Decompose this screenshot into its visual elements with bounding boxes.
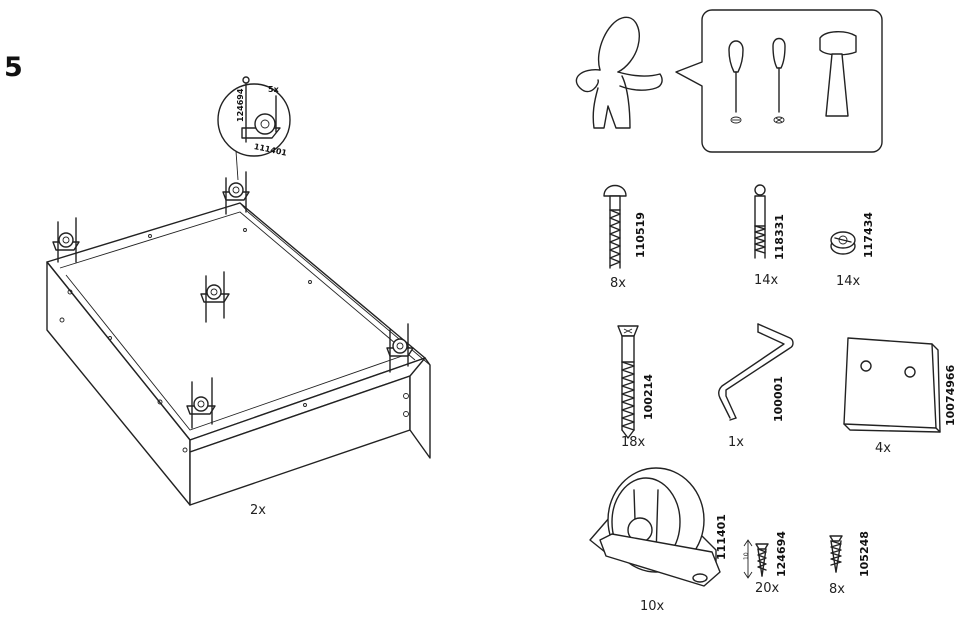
part-qty-111401: 10x xyxy=(640,599,665,614)
phillips-screwdriver-icon xyxy=(772,37,786,124)
wheel-with-screws-center xyxy=(200,271,230,323)
wheel-111401-icon xyxy=(589,467,721,587)
plate-10074966-icon xyxy=(843,337,941,433)
step-number: 5 xyxy=(4,52,23,83)
drawer-frame xyxy=(46,202,431,506)
assembly-quantity: 2x xyxy=(250,503,266,518)
part-code-118331: 118331 xyxy=(773,214,786,260)
part-qty-124694: 20x xyxy=(755,581,780,596)
callout-screw-part: 124694 xyxy=(236,88,245,122)
part-code-10074966: 10074966 xyxy=(944,364,957,426)
wheel-with-screws-front-left xyxy=(52,217,80,263)
wheel-with-screws-front xyxy=(186,377,216,429)
part-qty-100214: 18x xyxy=(621,435,646,450)
part-qty-105248: 8x xyxy=(829,582,845,597)
cam-dowel-118331-icon xyxy=(754,184,766,259)
callout-screw-count: 5x xyxy=(268,85,279,94)
speech-bubble xyxy=(675,9,883,153)
hammer-icon xyxy=(819,31,857,117)
part-qty-118331: 14x xyxy=(754,273,779,288)
part-code-117434: 117434 xyxy=(862,212,875,258)
part-code-124694: 124694 xyxy=(775,531,788,577)
cam-lock-117434-icon xyxy=(830,231,856,255)
part-code-105248: 105248 xyxy=(858,531,871,577)
part-code-110519: 110519 xyxy=(634,212,647,258)
part-qty-100001: 1x xyxy=(728,435,744,450)
part-code-100214: 100214 xyxy=(642,374,655,420)
part-qty-110519: 8x xyxy=(610,276,626,291)
assembly-person-figure xyxy=(575,16,663,129)
wheel-with-screws-right xyxy=(386,323,414,373)
flat-screwdriver-icon xyxy=(728,40,744,124)
drawer-assembly-illustration xyxy=(46,76,431,506)
part-qty-117434: 14x xyxy=(836,274,861,289)
part-qty-10074966: 4x xyxy=(875,441,891,456)
part-code-100001: 100001 xyxy=(772,376,785,422)
part-code-111401: 111401 xyxy=(715,514,728,560)
dimension-label: 10 xyxy=(743,552,750,560)
bolt-110519-icon xyxy=(603,184,627,269)
screw-100214-icon xyxy=(617,325,639,439)
detail-callout xyxy=(217,76,291,181)
screw-105248-icon xyxy=(829,535,843,573)
wheel-with-screws-back xyxy=(222,171,250,215)
